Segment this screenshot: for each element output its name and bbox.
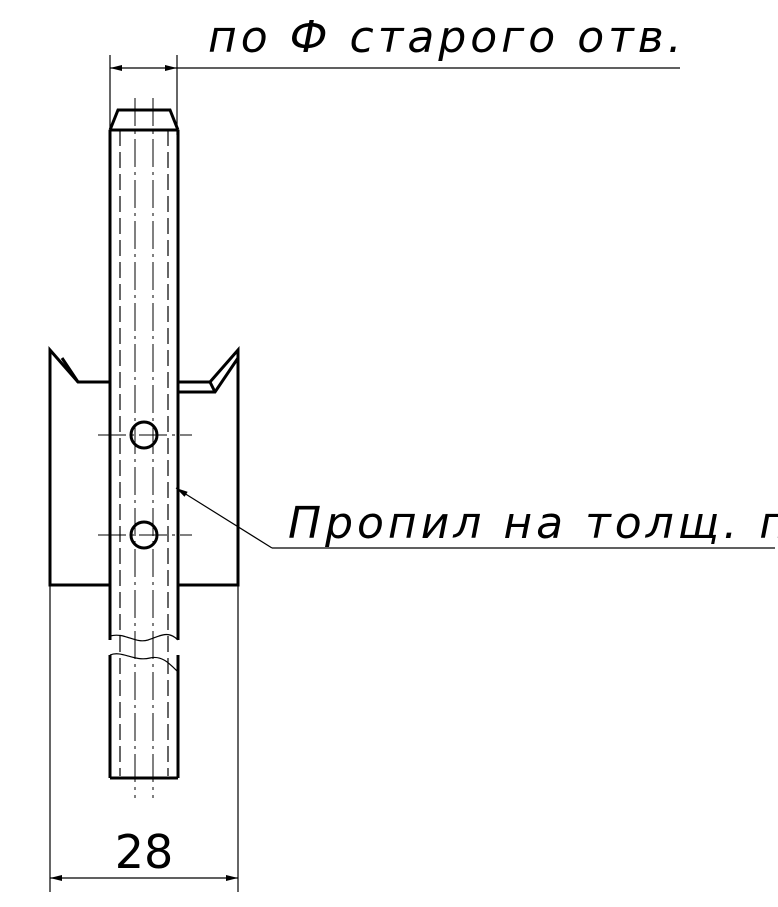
bottom-dimension: 28 bbox=[49, 585, 239, 892]
break-line-upper bbox=[109, 633, 179, 642]
holder-left-outline bbox=[48, 346, 110, 587]
holes bbox=[98, 420, 192, 550]
holder-left-slot-edge bbox=[60, 357, 80, 383]
callout-leader-line bbox=[175, 487, 273, 549]
bottom-dimension-value: 28 bbox=[115, 825, 174, 879]
break-line-lower bbox=[109, 653, 179, 673]
holder-right-slot-edge bbox=[178, 357, 240, 394]
holder-right-slot-step bbox=[208, 381, 217, 393]
shaft bbox=[108, 98, 180, 798]
shaft-chamfer bbox=[108, 108, 180, 131]
top-note-text: по Ф старого отв. bbox=[208, 12, 686, 63]
top-dimension: по Ф старого отв. bbox=[109, 12, 686, 135]
callout-text: Пропил на толщ. пера bbox=[288, 498, 778, 549]
callout: Пропил на толщ. пера bbox=[175, 487, 778, 549]
holder-right-outline bbox=[178, 346, 240, 587]
holder-body bbox=[48, 346, 240, 587]
